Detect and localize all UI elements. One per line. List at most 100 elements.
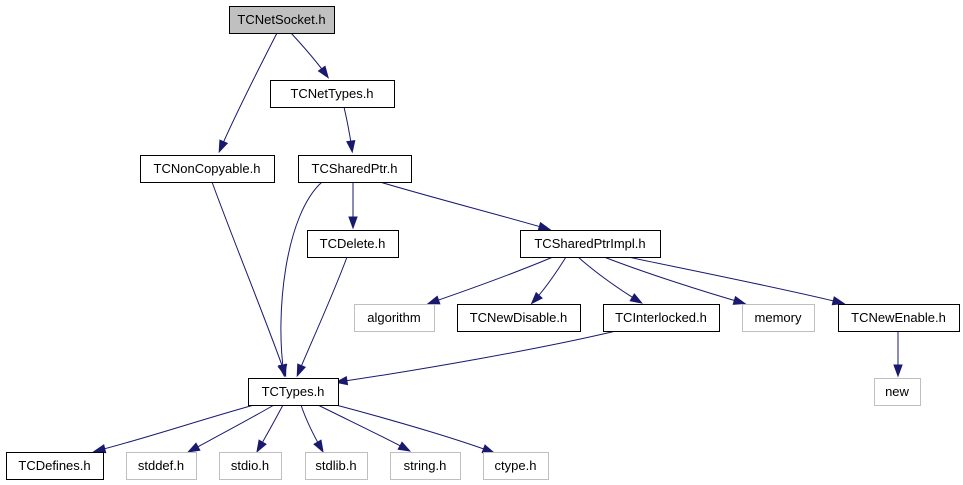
edge-tctypes-to-string <box>317 404 412 452</box>
node-stdio: stdio.h <box>219 452 282 480</box>
node-box <box>305 452 368 480</box>
node-label: algorithm <box>367 310 420 325</box>
edge-tcnettypes-to-tcsharedptr <box>343 106 356 154</box>
edge-line <box>337 330 617 383</box>
node-tcdelete[interactable]: TCDelete.h <box>307 230 399 258</box>
node-box <box>298 155 412 183</box>
node-label: TCDefines.h <box>18 458 90 473</box>
node-box <box>270 80 395 108</box>
node-box <box>307 230 399 258</box>
edge-tcdelete-to-tctypes <box>296 256 348 378</box>
edge-line <box>429 256 554 304</box>
edge-tcsharedptrimpl-to-algorithm <box>426 256 554 305</box>
edge-line <box>379 181 549 230</box>
node-label: stdio.h <box>231 458 269 473</box>
node-label: new <box>885 384 909 399</box>
node-tcnewenable[interactable]: TCNewEnable.h <box>838 304 960 332</box>
edge-tcnewenable-to-new <box>893 331 903 378</box>
node-tcsharedptr[interactable]: TCSharedPtr.h <box>298 155 412 183</box>
node-label: TCSharedPtrImpl.h <box>534 236 645 251</box>
node-box <box>354 304 435 332</box>
edge-tcnetsocket-to-tcnettypes <box>290 32 330 79</box>
edge-tcsharedptr-to-tcsharedptrimpl <box>379 181 552 231</box>
node-label: TCDelete.h <box>320 236 386 251</box>
arrowhead-icon <box>732 295 747 305</box>
arrowhead-icon <box>629 293 643 304</box>
arrowhead-icon <box>256 439 267 453</box>
node-memory: memory <box>742 304 815 332</box>
node-label: TCSharedPtr.h <box>312 161 398 176</box>
edge-tctypes-to-stdlib <box>300 404 324 454</box>
arrowhead-icon <box>348 216 358 230</box>
node-stddef: stddef.h <box>126 452 197 480</box>
node-label: TCInterlocked.h <box>615 310 707 325</box>
node-tcnewdisable[interactable]: TCNewDisable.h <box>457 304 581 332</box>
edge-line <box>219 32 278 151</box>
node-label: TCNewEnable.h <box>851 310 946 325</box>
edges-layer <box>92 32 903 454</box>
arrowhead-icon <box>92 444 107 454</box>
edge-tcnoncopyable-to-tctypes <box>211 181 287 378</box>
node-label: TCNewDisable.h <box>470 310 568 325</box>
arrowhead-icon <box>537 221 552 231</box>
arrowhead-icon <box>317 65 330 79</box>
arrowhead-icon <box>186 442 201 453</box>
edge-line <box>95 404 255 452</box>
arrowhead-icon <box>277 363 288 378</box>
arrowhead-icon <box>481 444 496 454</box>
node-label: memory <box>755 310 802 325</box>
node-box <box>742 304 815 332</box>
node-box <box>603 304 720 332</box>
node-label: stddef.h <box>138 458 184 473</box>
node-tctypes[interactable]: TCTypes.h <box>248 378 339 406</box>
arrowhead-icon <box>530 291 543 305</box>
node-label: TCNetSocket.h <box>237 12 325 27</box>
edge-line <box>335 404 493 453</box>
node-algorithm: algorithm <box>354 304 435 332</box>
arrowhead-icon <box>831 296 846 306</box>
node-box <box>520 230 661 258</box>
arrowhead-icon <box>893 364 903 378</box>
edge-tctypes-to-stddef <box>186 404 275 453</box>
arrowhead-icon <box>218 139 229 154</box>
node-box <box>140 155 275 183</box>
edge-tctypes-to-ctype <box>335 404 496 454</box>
arrowhead-icon <box>313 439 324 454</box>
node-label: TCNetTypes.h <box>290 86 373 101</box>
node-tcnoncopyable[interactable]: TCNonCopyable.h <box>140 155 275 183</box>
node-box <box>219 452 282 480</box>
edge-line <box>317 404 409 451</box>
edge-tcsharedptrimpl-to-memory <box>603 256 747 305</box>
arrowhead-icon <box>296 363 306 378</box>
node-tcsharedptrimpl[interactable]: TCSharedPtrImpl.h <box>520 230 661 258</box>
node-box <box>229 6 335 34</box>
node-box <box>6 452 104 480</box>
node-label: string.h <box>404 458 447 473</box>
node-ctype: ctype.h <box>483 452 549 480</box>
edge-tcsharedptr-to-tcdelete <box>348 182 358 230</box>
edge-tcinterlocked-to-tctypes <box>334 330 617 386</box>
node-label: stdlib.h <box>315 458 356 473</box>
arrowhead-icon <box>426 295 441 305</box>
node-label: TCNonCopyable.h <box>154 161 261 176</box>
node-box <box>248 378 339 406</box>
node-tcnetsocket[interactable]: TCNetSocket.h <box>229 6 335 34</box>
node-stdlib: stdlib.h <box>305 452 368 480</box>
node-new: new <box>874 378 921 406</box>
edge-line <box>577 256 641 303</box>
node-tcdefines[interactable]: TCDefines.h <box>6 452 104 480</box>
node-box <box>483 452 549 480</box>
node-tcnettypes[interactable]: TCNetTypes.h <box>270 80 395 108</box>
node-tcinterlocked[interactable]: TCInterlocked.h <box>603 304 720 332</box>
node-label: TCTypes.h <box>262 384 325 399</box>
node-box <box>390 452 461 480</box>
edge-tcsharedptrimpl-to-tcnewdisable <box>530 256 567 305</box>
arrowhead-icon <box>397 441 412 452</box>
edge-line <box>627 256 843 304</box>
arrowhead-icon <box>346 139 356 154</box>
edge-tcnetsocket-to-tcnoncopyable <box>218 32 278 154</box>
node-box <box>457 304 581 332</box>
node-label: ctype.h <box>495 458 537 473</box>
nodes-layer: TCNetSocket.hTCNetTypes.hTCNonCopyable.h… <box>6 6 960 480</box>
node-box <box>126 452 197 480</box>
